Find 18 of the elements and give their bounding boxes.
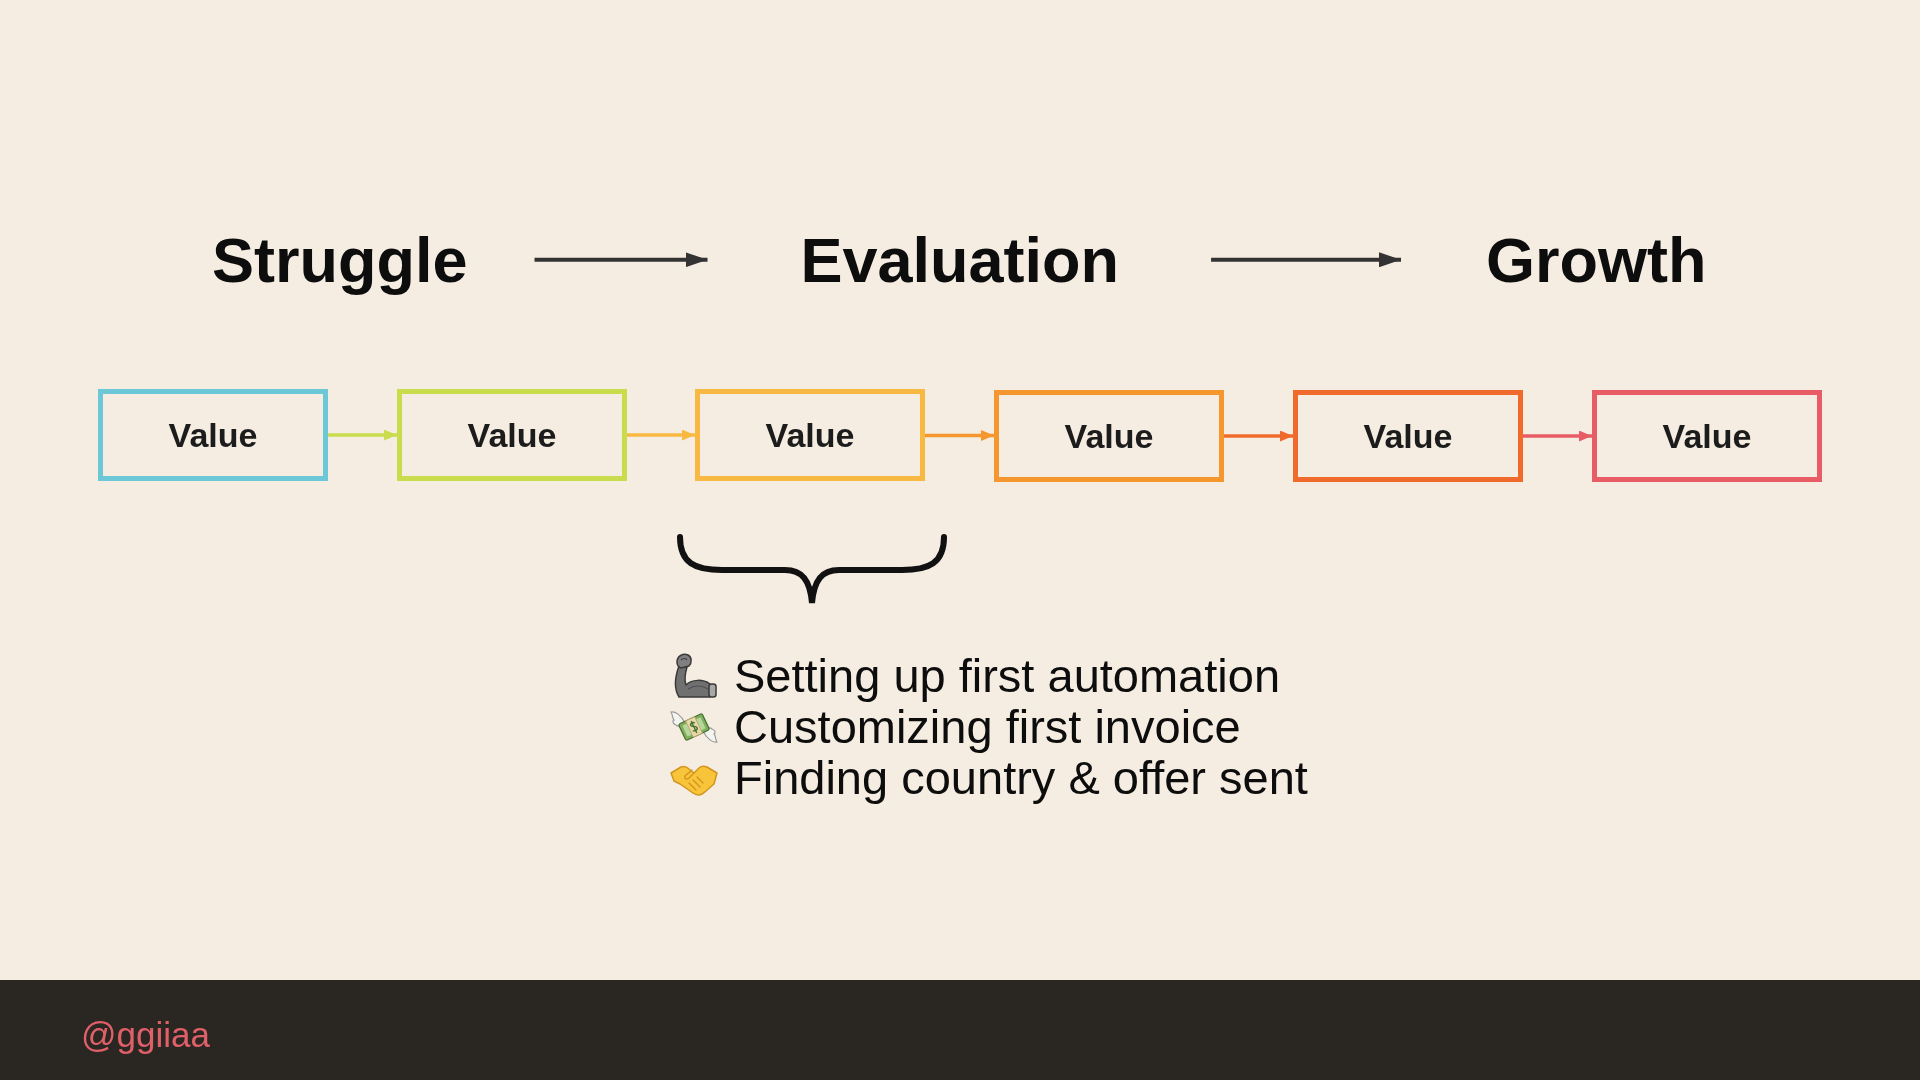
social-handle: @ggiiaa xyxy=(81,1015,210,1056)
arrow xyxy=(534,252,708,268)
arrow xyxy=(328,429,397,441)
arrow xyxy=(1211,252,1401,268)
list-item: Setting up first automation xyxy=(734,649,1281,702)
stage-heading: Struggle xyxy=(212,224,468,296)
step-box: Value xyxy=(98,389,328,481)
arrow xyxy=(1523,430,1592,442)
step-box: Value xyxy=(397,389,627,481)
step-box: Value xyxy=(695,389,925,481)
step-box: Value xyxy=(994,390,1224,482)
stage-heading: Evaluation xyxy=(800,224,1120,296)
step-box: Value xyxy=(1592,390,1822,482)
step-box: Value xyxy=(1293,390,1523,482)
arrow xyxy=(925,430,994,441)
arrow xyxy=(627,429,695,441)
stage-heading: Growth xyxy=(1486,224,1707,296)
arrow xyxy=(1224,430,1293,442)
